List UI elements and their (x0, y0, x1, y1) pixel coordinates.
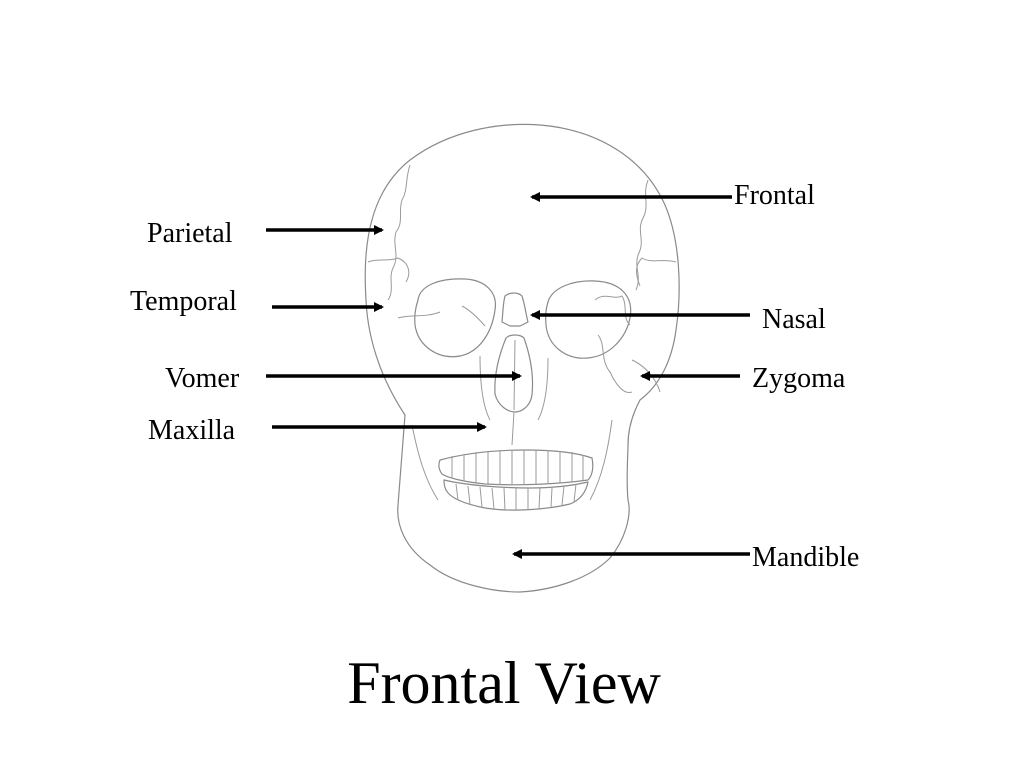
mandible-inner (411, 419, 613, 501)
label-temporal: Temporal (130, 286, 237, 317)
coronal-suture-left (387, 164, 411, 301)
upper-teeth-dividers (451, 450, 584, 485)
label-parietal: Parietal (147, 218, 233, 249)
cranium-outline (364, 123, 680, 446)
diagram-title: Frontal View (347, 650, 661, 716)
label-vomer: Vomer (165, 363, 240, 394)
skull-drawing (364, 123, 680, 593)
label-zygoma: Zygoma (752, 363, 846, 394)
bone-labels: Frontal Parietal Temporal Nasal Vomer Zy… (130, 180, 859, 573)
temporal-suture-right (636, 257, 677, 287)
lower-teeth (443, 479, 589, 511)
left-orbit (414, 278, 496, 358)
nasal-aperture (494, 334, 534, 413)
upper-teeth (438, 449, 594, 486)
zygomatic-suture-right (594, 295, 633, 394)
coronal-suture-right (635, 179, 649, 291)
label-frontal: Frontal (734, 180, 815, 211)
right-orbit (545, 280, 632, 359)
lower-teeth-dividers (455, 483, 577, 511)
pointer-arrows (266, 192, 750, 559)
label-mandible: Mandible (752, 542, 859, 573)
nasal-bones (501, 292, 529, 327)
maxilla-outline (479, 355, 549, 446)
label-maxilla: Maxilla (148, 415, 236, 446)
temporal-suture-left (367, 257, 410, 283)
mandible-outline (397, 414, 630, 593)
label-nasal: Nasal (762, 304, 826, 335)
zygomatic-suture-left (397, 305, 486, 327)
